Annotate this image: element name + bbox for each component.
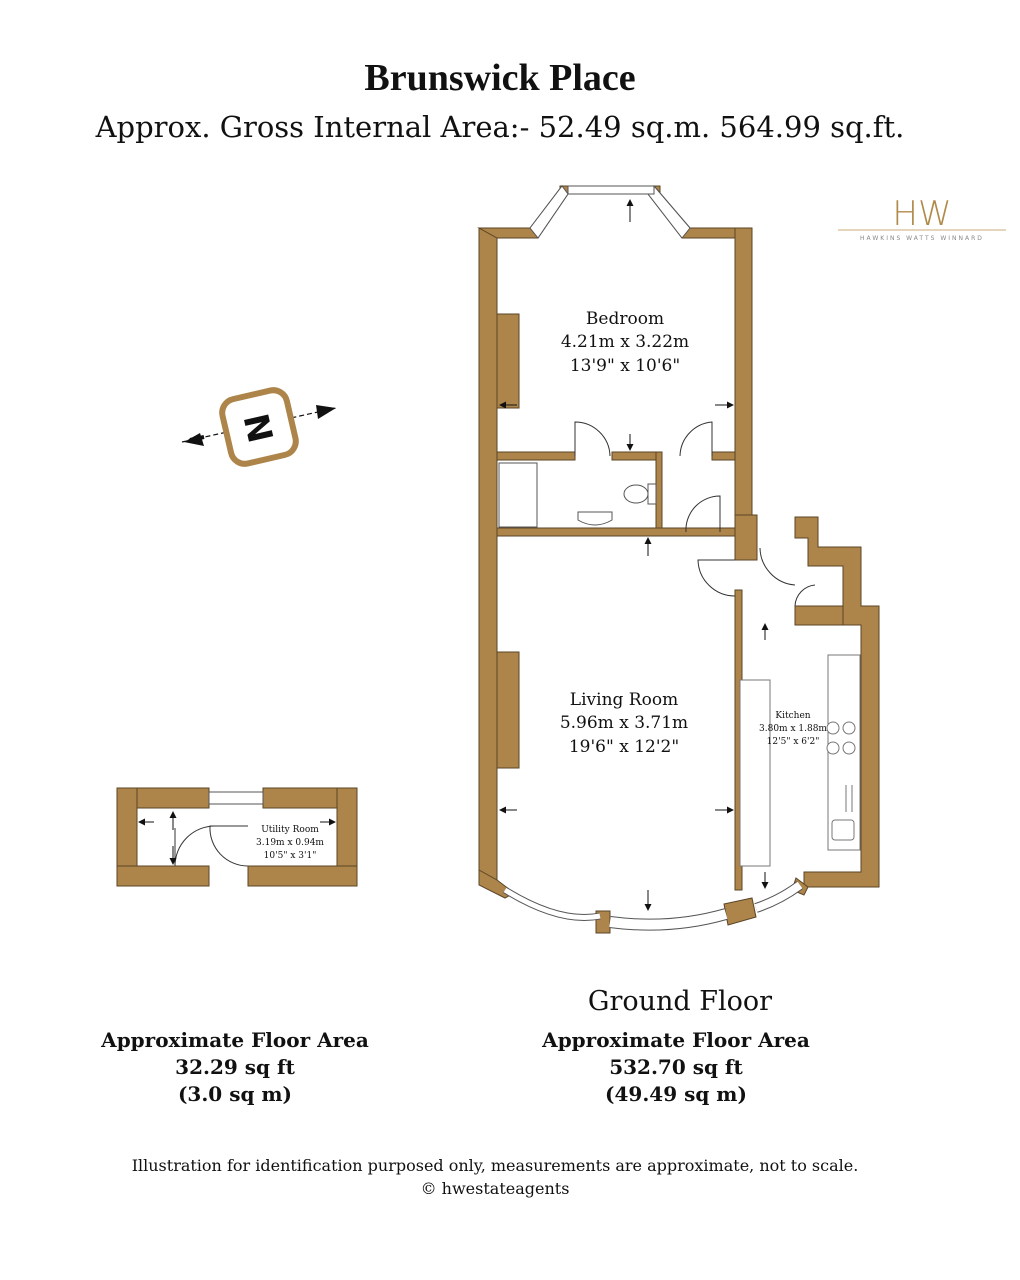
area-heading: Approximate Floor Area (101, 1028, 369, 1052)
hob-ring-icon (826, 741, 840, 755)
hob-ring-icon (842, 721, 856, 735)
gross-area-subtitle: Approx. Gross Internal Area:- 52.49 sq.m… (95, 110, 905, 144)
room-metric: 5.96m x 3.71m (560, 713, 688, 733)
room-name: Kitchen (775, 711, 810, 721)
footer: Illustration for identification purposed… (0, 1154, 990, 1200)
room-imperial: 19'6" x 12'2" (569, 737, 679, 757)
hob-ring-icon (842, 741, 856, 755)
room-name: Living Room (570, 690, 678, 710)
utility-floor-area: Approximate Floor Area 32.29 sq ft (3.0 … (95, 1027, 375, 1108)
disclaimer-text: Illustration for identification purposed… (131, 1156, 859, 1175)
area-sqm: (49.49 sq m) (605, 1082, 747, 1106)
room-imperial: 12'5" x 6'2" (767, 737, 820, 747)
room-name: Utility Room (261, 825, 319, 835)
utility-window (208, 791, 264, 805)
kitchen-counter (739, 679, 771, 867)
room-name: Bedroom (586, 309, 664, 329)
door-swings (174, 421, 816, 867)
room-imperial: 13'9" x 10'6" (570, 356, 680, 376)
utility-room-walls (116, 787, 358, 887)
sink-icon (831, 819, 855, 841)
windows (503, 185, 803, 931)
room-metric: 4.21m x 3.22m (561, 332, 689, 352)
washbasin-icon (577, 511, 613, 526)
room-label-utility: Utility Room 3.19m x 0.94m 10'5" x 3'1" (256, 825, 324, 861)
ground-floor-label: Ground Floor (587, 986, 773, 1017)
page-title: Brunswick Place (364, 57, 636, 99)
ground-floor-walls (477, 185, 880, 934)
north-arrow-icon: N (181, 387, 337, 467)
hob-ring-icon (826, 721, 840, 735)
toilet-icon (623, 484, 649, 504)
area-sqm: (3.0 sq m) (177, 1082, 293, 1106)
bathroom-fixtures (498, 462, 657, 528)
room-label-living-room: Living Room 5.96m x 3.71m 19'6" x 12'2" (560, 690, 688, 757)
dimension-arrows (138, 199, 769, 911)
area-heading: Approximate Floor Area (542, 1028, 810, 1052)
room-label-bedroom: Bedroom 4.21m x 3.22m 13'9" x 10'6" (561, 309, 689, 376)
logo-tagline: HAWKINS WATTS WINNARD (860, 235, 984, 242)
area-sqft: 532.70 sq ft (609, 1055, 743, 1079)
company-logo: HW HAWKINS WATTS WINNARD (838, 194, 1006, 242)
kitchen-fixtures (739, 654, 861, 867)
room-metric: 3.19m x 0.94m (256, 838, 324, 848)
room-metric: 3.80m x 1.88m (759, 724, 827, 734)
copyright-text: © hwestateagents (420, 1179, 570, 1198)
area-sqft: 32.29 sq ft (175, 1055, 295, 1079)
shower-tray-icon (498, 462, 538, 528)
ground-floor-area: Approximate Floor Area 532.70 sq ft (49.… (536, 1027, 816, 1108)
logo-monogram: HW (892, 194, 951, 234)
room-label-kitchen: Kitchen 3.80m x 1.88m 12'5" x 6'2" (759, 711, 827, 747)
room-imperial: 10'5" x 3'1" (264, 851, 317, 861)
